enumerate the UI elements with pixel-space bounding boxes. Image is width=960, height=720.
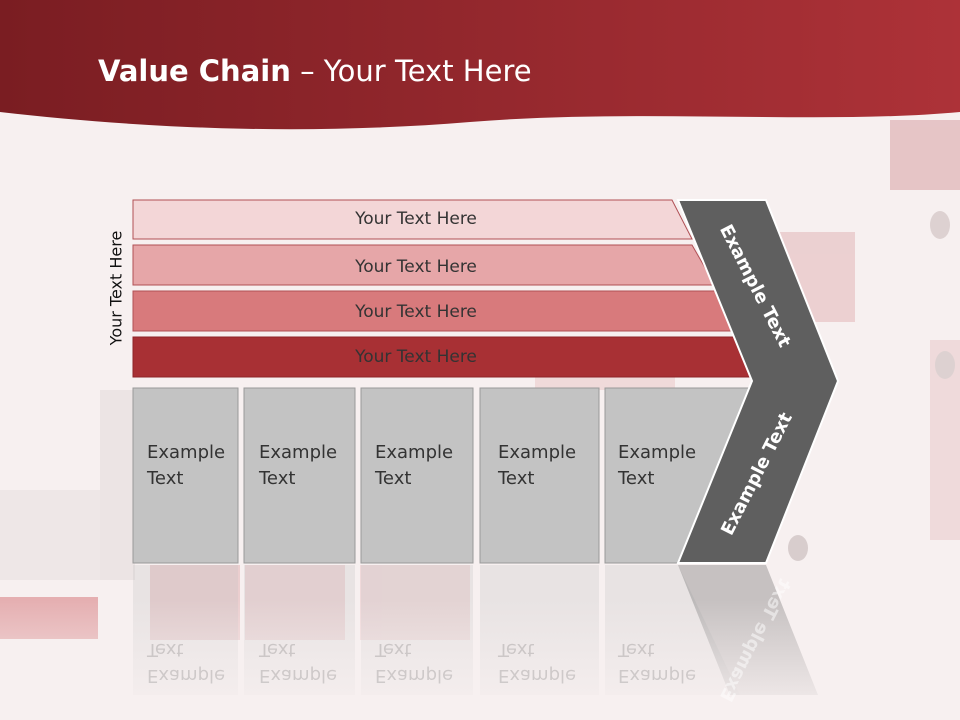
column-3-reflection-line2: Text [375,639,412,660]
column-4-label: Example Text [498,440,576,492]
column-5-label: Example Text [618,440,696,492]
column-3-label: Example Text [375,440,453,492]
column-4-line1: Example [498,442,577,463]
row-4-label: Your Text Here [355,347,477,367]
column-2-shape [243,387,356,564]
column-4-reflection-line2: Text [498,639,535,660]
column-4-reflection: Example Text [498,636,576,688]
column-3-shape [360,387,474,564]
column-3-line1: Example [375,442,454,463]
column-2-line2: Text [259,468,296,489]
column-5-line1: Example [618,442,697,463]
column-3-reflection-line1: Example [375,665,454,686]
row-1-shape [132,199,693,240]
column-shapes [132,387,763,564]
column-2-reflection-line1: Example [259,665,338,686]
column-1-reflection-line2: Text [147,639,184,660]
column-2-reflection-line2: Text [259,639,296,660]
header-band [0,0,960,130]
column-1-line2: Text [147,468,184,489]
row-2-label: Your Text Here [355,257,477,277]
column-5-reflection-line2: Text [618,639,655,660]
column-2-reflection: Example Text [259,636,337,688]
column-5-reflection-line1: Example [618,665,697,686]
column-2-line1: Example [259,442,338,463]
bottom-fade [0,600,960,720]
column-1-reflection-line1: Example [147,665,226,686]
column-1-reflection: Example Text [147,636,225,688]
row-1-label: Your Text Here [355,209,477,229]
chevron-shape [676,199,840,564]
column-1-label: Example Text [147,440,225,492]
row-shapes [132,199,763,378]
column-4-shape [479,387,600,564]
column-5-line2: Text [618,468,655,489]
title-rest: – Your Text Here [290,54,532,88]
title-bold: Value Chain [98,54,291,88]
column-1-line1: Example [147,442,226,463]
column-3-line2: Text [375,468,412,489]
column-4-reflection-line1: Example [498,665,577,686]
slide-title: Value Chain – Your Text Here [98,54,532,88]
side-label: Your Text Here [106,230,126,346]
row-3-label: Your Text Here [355,302,477,322]
column-3-reflection: Example Text [375,636,453,688]
column-4-line2: Text [498,468,535,489]
column-5-reflection: Example Text [618,636,696,688]
column-1-shape [132,387,239,564]
column-2-label: Example Text [259,440,337,492]
